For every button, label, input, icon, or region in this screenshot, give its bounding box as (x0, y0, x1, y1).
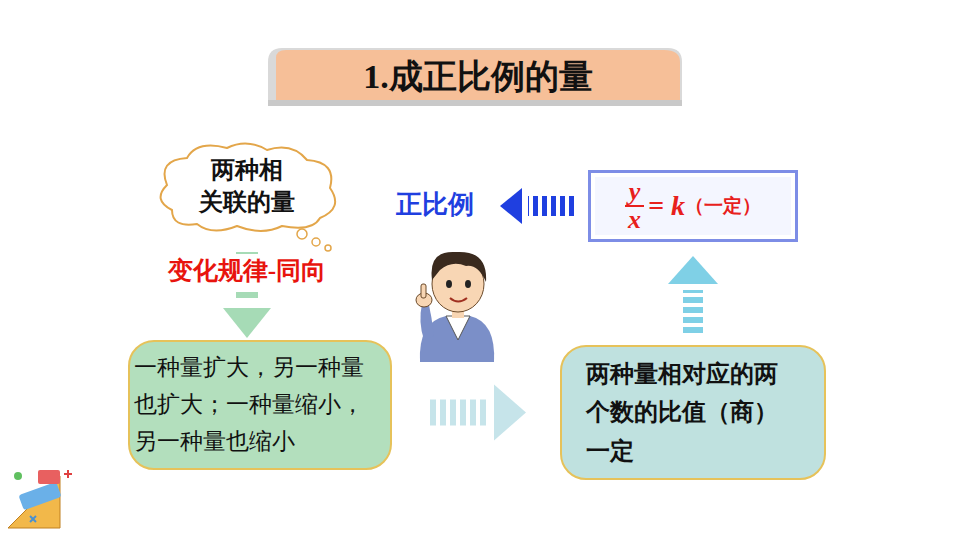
fraction: yx (625, 179, 644, 233)
numerator: y (626, 179, 644, 205)
arrow-head (668, 256, 718, 284)
equals-k: = k (648, 190, 685, 222)
cloud-text: 两种相 关联的量 (197, 154, 297, 218)
arrow-shaft (430, 400, 488, 426)
title-text: 1.成正比例的量 (276, 54, 680, 100)
flow-arrow (430, 385, 526, 441)
cloud-bubble: 两种相 关联的量 (152, 140, 342, 252)
formula-box: yx= k（一定） (588, 170, 798, 242)
denominator: x (625, 205, 644, 233)
box-text: 两种量相对应的两个数的比值（商）一定 (586, 355, 800, 470)
concept-label: 正比例 (396, 188, 474, 222)
arrow-shaft (683, 290, 703, 333)
flow-arrow (668, 256, 718, 333)
cloud-shape (161, 143, 336, 231)
constant-note: （一定） (685, 193, 761, 219)
title-banner (268, 48, 682, 106)
arrow-head (223, 308, 271, 338)
cloud-dot (297, 229, 307, 239)
edge-label: 变化规律-同向 (164, 254, 330, 288)
arrow-head (494, 385, 526, 441)
stationery-icon (8, 470, 72, 528)
box-text: 一种量扩大，另一种量也扩大；一种量缩小，另一种量也缩小 (134, 350, 386, 460)
cloud-dot (325, 245, 331, 251)
cloud-dot (312, 238, 320, 246)
blue-arrow (500, 188, 574, 224)
boy-figure (416, 252, 494, 362)
rule-box: 一种量扩大，另一种量也扩大；一种量缩小，另一种量也缩小 (128, 340, 392, 470)
ratio-box: 两种量相对应的两个数的比值（商）一定 (560, 345, 826, 480)
